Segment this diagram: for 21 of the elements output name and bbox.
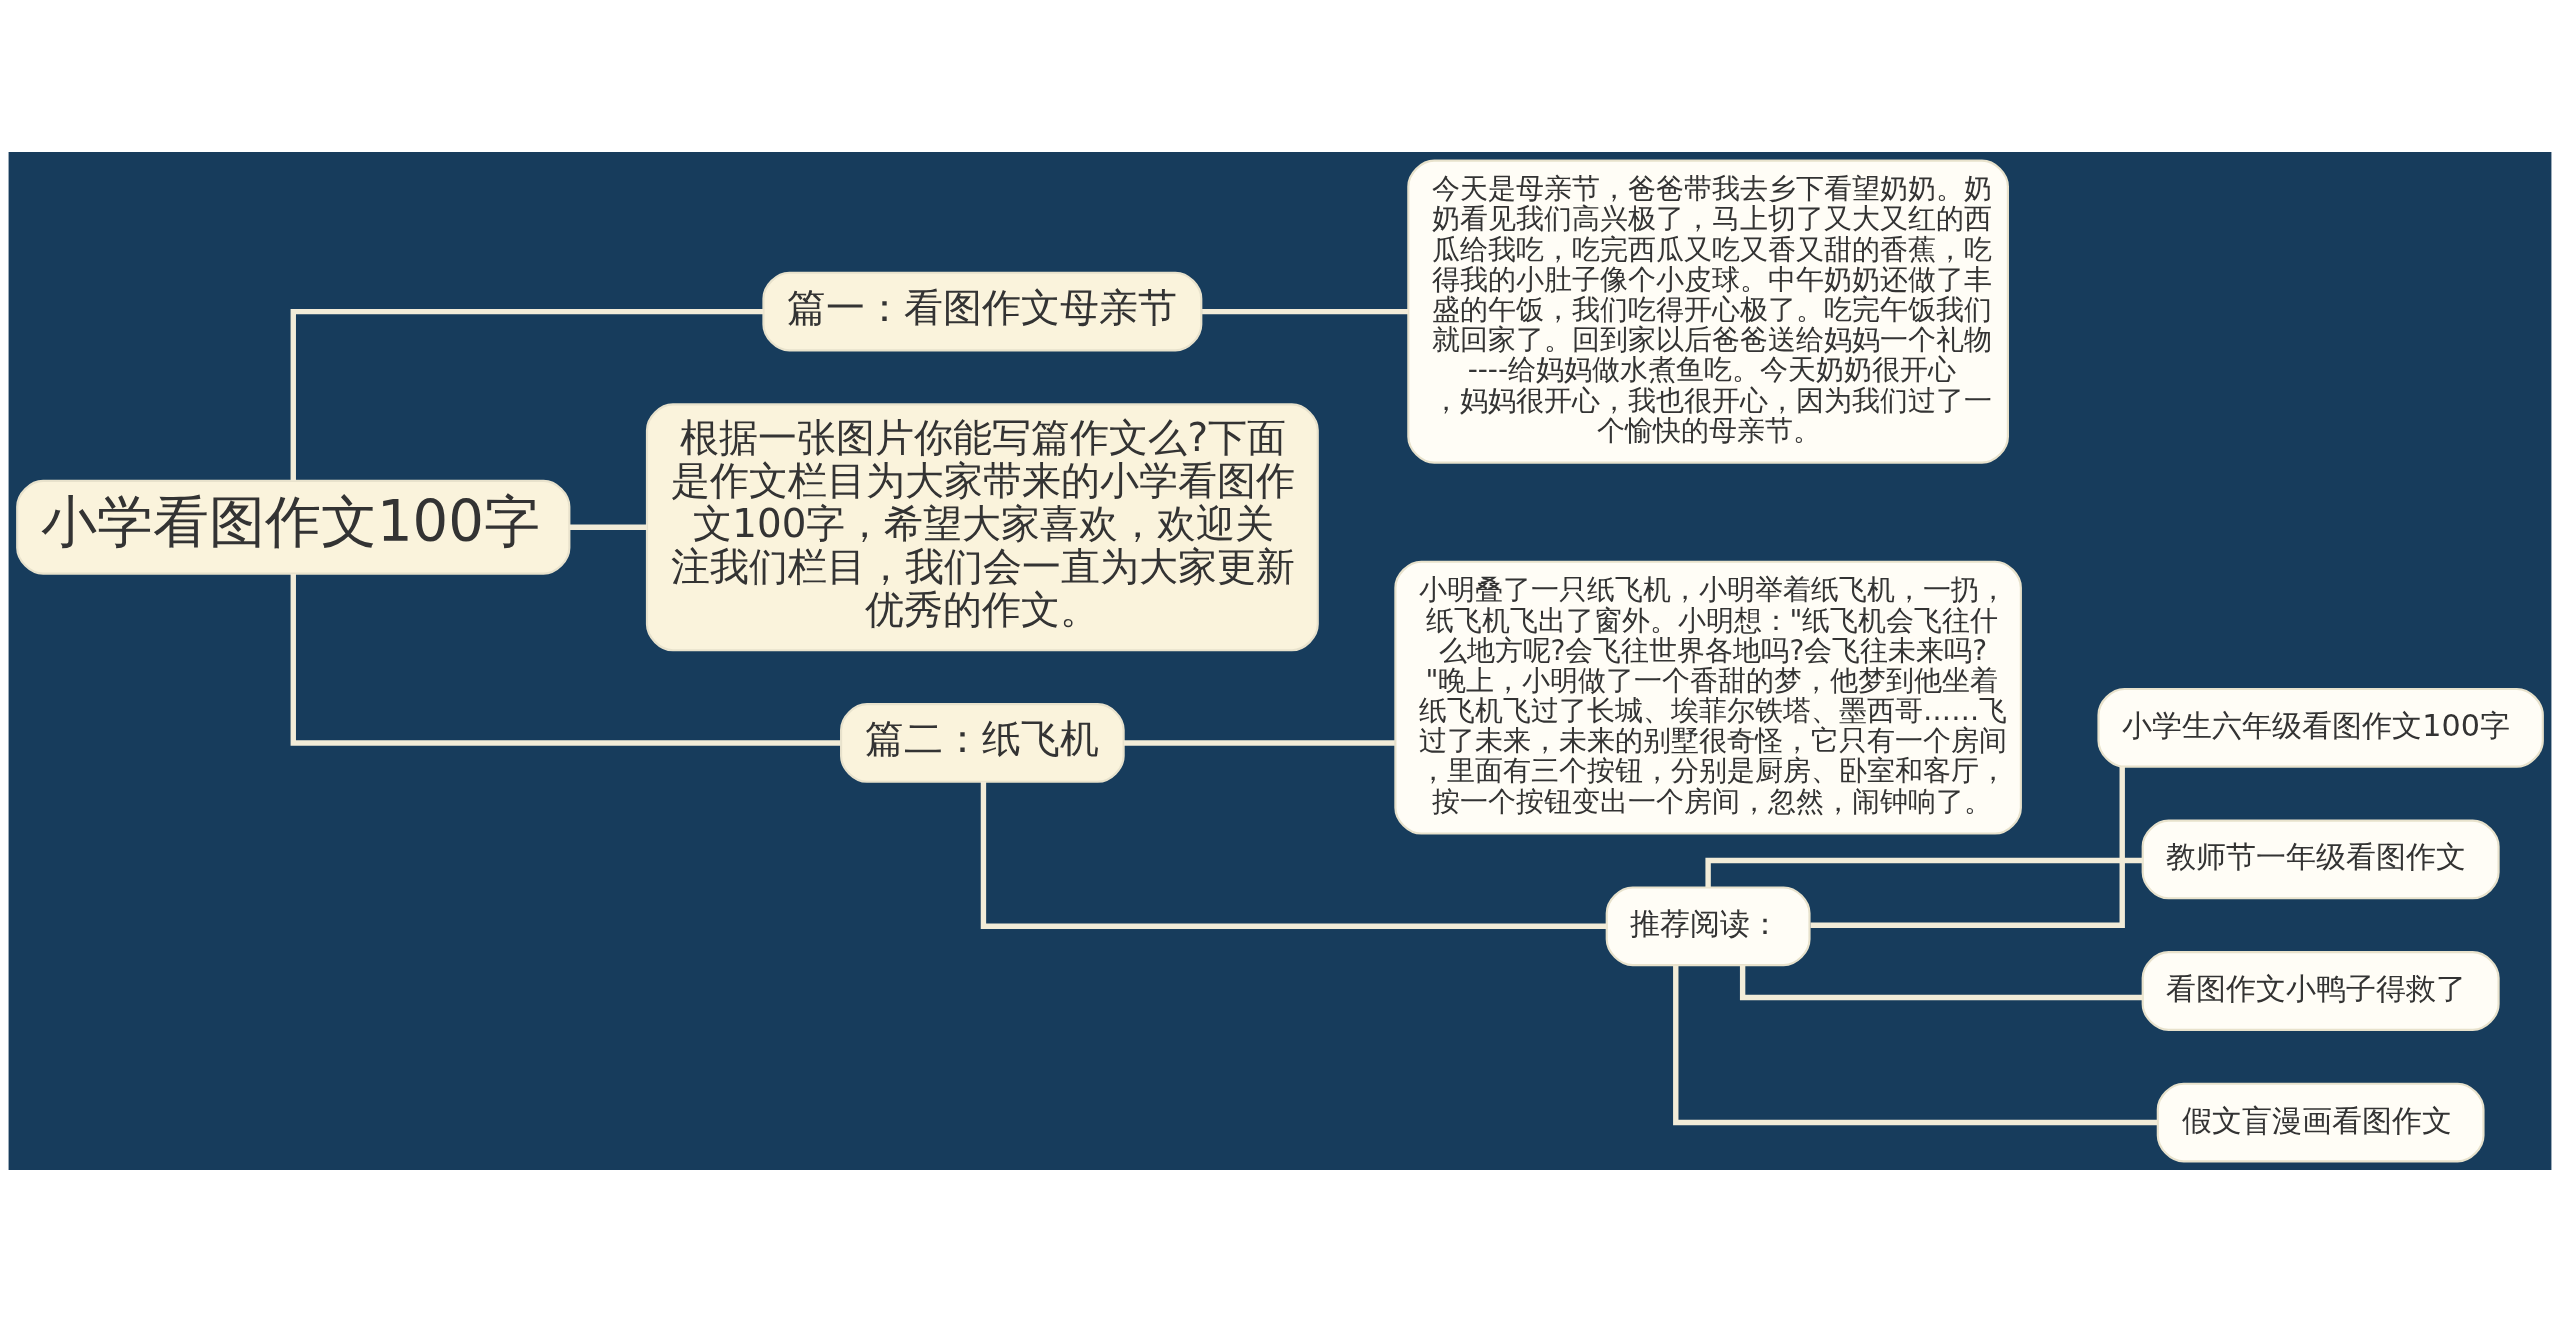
node-box: 小明叠了一只纸飞机，小明举着纸飞机，一扔，纸飞机飞出了窗外。小明想："纸飞机会飞往什么地方呢?会飞往世界各地吗?会飞往未来吗?"晚上，小明做了一个香甜的梦，他梦到他坐着纸飞机飞过了长城、埃菲尔铁塔、墨西哥……飞过了未来，未来的别墅很奇怪，它只有一个房间，里面有三个按钮，分别是厨房、卧室和客厅，按一个按钮变出一个房间，忽然，闹钟响了。 bbox=[1394, 560, 2022, 835]
node-box: 篇一：看图作文母亲节 bbox=[762, 271, 1203, 352]
node-box: 根据一张图片你能写篇作文么?下面是作文栏目为大家带来的小学看图作文100字，希望大家喜欢，欢迎关注我们栏目，我们会一直为大家更新优秀的作文。 bbox=[645, 403, 1319, 652]
node-box: 今天是母亲节，爸爸带我去乡下看望奶奶。奶奶看见我们高兴极了，马上切了又大又红的西瓜给我吃，吃完西瓜又吃又香又甜的香蕉，吃得我的小肚子像个小皮球。中午奶奶还做了丰盛的午饭，我们吃得开心极了。吃完午饭我们就回家了。回到家以后爸爸送给妈妈一个礼物----给妈妈做水煮鱼吃。今天奶奶很开心，妈妈很开心，我也很开心，因为我们过了一个愉快的母亲节。 bbox=[1407, 159, 2009, 464]
node-box: 教师节一年级看图作文 bbox=[2141, 819, 2500, 900]
node-box: 推荐阅读： bbox=[1605, 886, 1811, 967]
connector bbox=[1739, 965, 2143, 1001]
connector bbox=[1673, 966, 2158, 1126]
connector bbox=[1124, 740, 1395, 746]
connector bbox=[290, 574, 841, 746]
connector bbox=[1810, 766, 2125, 928]
node-box: 看图作文小鸭子得救了 bbox=[2141, 951, 2500, 1031]
node-box: 假文盲漫画看图作文 bbox=[2156, 1082, 2485, 1163]
connector bbox=[980, 781, 1607, 929]
connector bbox=[569, 524, 647, 530]
node-box: 小学看图作文100字 bbox=[16, 479, 571, 575]
node-box: 小学生六年级看图作文100字 bbox=[2097, 687, 2544, 768]
node-box: 篇二：纸飞机 bbox=[840, 703, 1125, 783]
connector bbox=[290, 308, 764, 481]
connector bbox=[1202, 308, 1409, 315]
connector bbox=[1705, 857, 2143, 888]
